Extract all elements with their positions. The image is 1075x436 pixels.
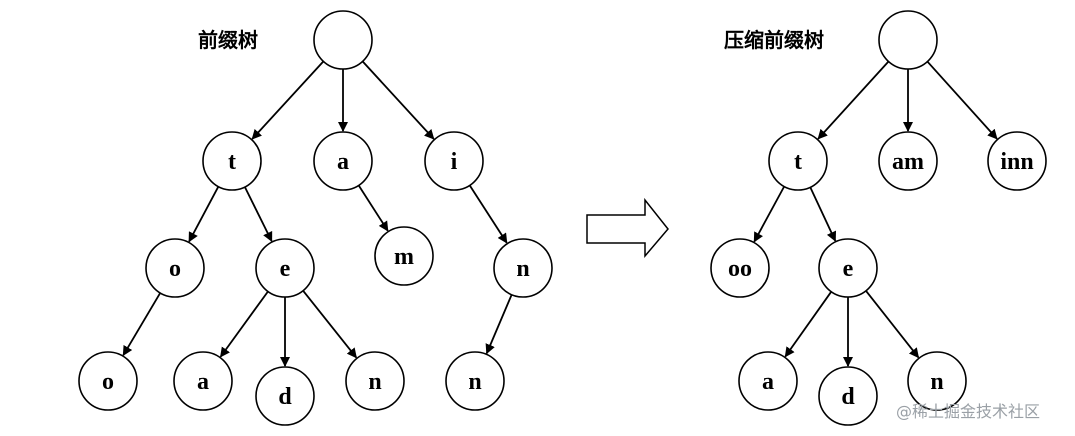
node-R-n: n: [907, 351, 967, 411]
node-label: t: [228, 149, 236, 175]
node-label: o: [102, 369, 114, 395]
node-L-a: a: [313, 131, 373, 191]
edge-R-t-to-R-oo: [753, 186, 785, 243]
edge-L-i-to-L-n1: [468, 184, 508, 244]
node-label: e: [843, 256, 854, 282]
node-circle: [445, 351, 505, 411]
node-label: am: [892, 149, 924, 175]
node-L-o2: o: [78, 351, 138, 411]
node-R-e: e: [818, 238, 878, 298]
node-L-o1: o: [145, 238, 205, 298]
node-label: a: [197, 369, 209, 395]
edge-L-root-to-L-i: [361, 60, 435, 140]
node-circle: [710, 238, 770, 298]
node-L-n2: n: [345, 351, 405, 411]
node-circle: [878, 131, 938, 191]
node-label: n: [468, 369, 481, 395]
edge-L-e-to-L-a2: [219, 290, 269, 358]
node-circle: [145, 238, 205, 298]
right-arrow-icon: [586, 197, 669, 259]
node-label: inn: [1000, 149, 1033, 175]
edges-layer: [122, 60, 998, 367]
edge-R-e-to-R-a: [784, 291, 832, 358]
edge-L-a-to-L-m: [357, 184, 389, 232]
node-R-am: am: [878, 131, 938, 191]
node-label: d: [278, 384, 292, 410]
node-label: i: [451, 149, 458, 175]
node-circle: [255, 238, 315, 298]
node-R-t: t: [768, 131, 828, 191]
watermark: @稀土掘金技术社区: [896, 402, 1040, 421]
node-circle: [907, 351, 967, 411]
node-R-inn: inn: [987, 131, 1047, 191]
edge-R-root-to-R-t: [817, 60, 890, 140]
node-R-root: [878, 10, 938, 70]
node-R-d: d: [818, 366, 878, 426]
node-circle: [878, 10, 938, 70]
node-label: o: [169, 256, 181, 282]
node-L-e: e: [255, 238, 315, 298]
node-circle: [493, 238, 553, 298]
node-circle: [768, 131, 828, 191]
node-L-m: m: [374, 226, 434, 286]
node-circle: [313, 131, 373, 191]
node-circle: [255, 366, 315, 426]
edge-R-root-to-R-inn: [926, 60, 998, 140]
node-label: n: [930, 369, 943, 395]
node-R-a: a: [738, 351, 798, 411]
nodes-layer: t a i o e m n o a d n n t am inn oo e a d n: [78, 10, 1047, 426]
node-label: n: [516, 256, 529, 282]
edge-L-t-to-L-e: [244, 186, 273, 243]
node-label: oo: [728, 256, 752, 282]
node-label: n: [368, 369, 381, 395]
node-L-t: t: [202, 131, 262, 191]
node-label: d: [841, 384, 855, 410]
node-circle: [345, 351, 405, 411]
node-circle: [987, 131, 1047, 191]
edge-L-e-to-L-n2: [302, 290, 358, 359]
node-circle: [818, 366, 878, 426]
node-L-i: i: [424, 131, 484, 191]
node-circle: [818, 238, 878, 298]
edge-L-n1-to-L-n3: [485, 294, 513, 355]
node-label: e: [280, 256, 291, 282]
right-diagram-title: 压缩前缀树: [724, 28, 824, 52]
node-circle: [374, 226, 434, 286]
node-circle: [738, 351, 798, 411]
node-label: m: [394, 244, 414, 270]
node-L-a2: a: [173, 351, 233, 411]
node-label: a: [762, 369, 774, 395]
node-circle: [424, 131, 484, 191]
node-circle: [78, 351, 138, 411]
node-L-root: [313, 10, 373, 70]
edge-R-t-to-R-e: [809, 186, 837, 242]
node-circle: [173, 351, 233, 411]
node-R-oo: oo: [710, 238, 770, 298]
node-L-n1: n: [493, 238, 553, 298]
edge-L-t-to-L-o1: [188, 186, 220, 243]
left-diagram-title: 前缀树: [198, 28, 258, 52]
edge-R-e-to-R-n: [865, 290, 920, 359]
node-L-n3: n: [445, 351, 505, 411]
node-circle: [313, 10, 373, 70]
node-label: t: [794, 149, 802, 175]
node-circle: [202, 131, 262, 191]
edge-L-o1-to-L-o2: [122, 292, 161, 357]
edge-L-root-to-L-t: [251, 60, 325, 140]
node-L-d: d: [255, 366, 315, 426]
node-label: a: [337, 149, 349, 175]
